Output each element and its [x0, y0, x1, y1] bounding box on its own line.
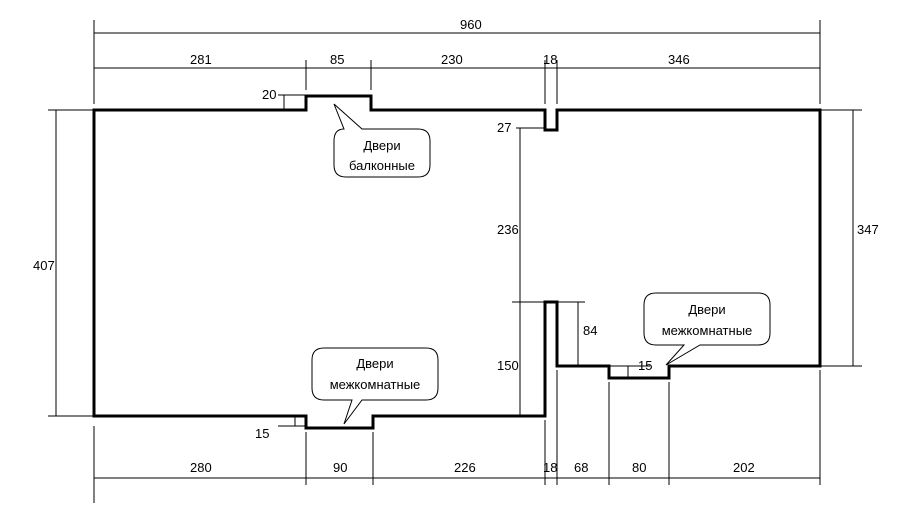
dim-bottom-1: 280 [190, 460, 212, 475]
dim-bottom-2: 90 [333, 460, 347, 475]
callout-balcony-line2: балконные [349, 158, 415, 173]
dim-right-notch-drop: 84 [583, 323, 597, 338]
callout-balcony-line1: Двери [363, 138, 400, 153]
dim-partition-lower: 150 [497, 358, 519, 373]
dim-bottom-6: 80 [632, 460, 646, 475]
dim-bottom-door-notch: 15 [255, 426, 269, 441]
dim-top-4: 18 [543, 52, 557, 67]
callout-balcony-door: Двери балконные [333, 103, 431, 178]
callout-interior-right-line1: Двери [688, 302, 725, 317]
dim-bottom-3: 226 [454, 460, 476, 475]
dim-right-door-notch: 15 [638, 358, 652, 373]
dim-partition-upper: 236 [497, 222, 519, 237]
dim-balcony-notch: 20 [262, 87, 276, 102]
dim-left-height: 407 [33, 258, 55, 273]
dim-bottom-7: 202 [733, 460, 755, 475]
dim-bottom-5: 68 [574, 460, 588, 475]
dimension-lines [48, 20, 862, 503]
callout-interior-left-line2: межкомнатные [330, 377, 421, 392]
left-room-walls [92, 94, 822, 430]
dim-top-5: 346 [668, 52, 690, 67]
callout-interior-left-line1: Двери [356, 356, 393, 371]
callout-interior-door-right: Двери межкомнатные [643, 292, 771, 366]
dim-bottom-4: 18 [543, 460, 557, 475]
dim-right-height: 347 [857, 222, 879, 237]
dim-top-stub: 27 [497, 120, 511, 135]
callout-interior-door-left: Двери межкомнатные [311, 347, 439, 425]
dim-total-width: 960 [460, 17, 482, 32]
dim-top-3: 230 [441, 52, 463, 67]
callout-interior-right-line2: межкомнатные [662, 323, 753, 338]
dim-top-1: 281 [190, 52, 212, 67]
dim-top-2: 85 [330, 52, 344, 67]
